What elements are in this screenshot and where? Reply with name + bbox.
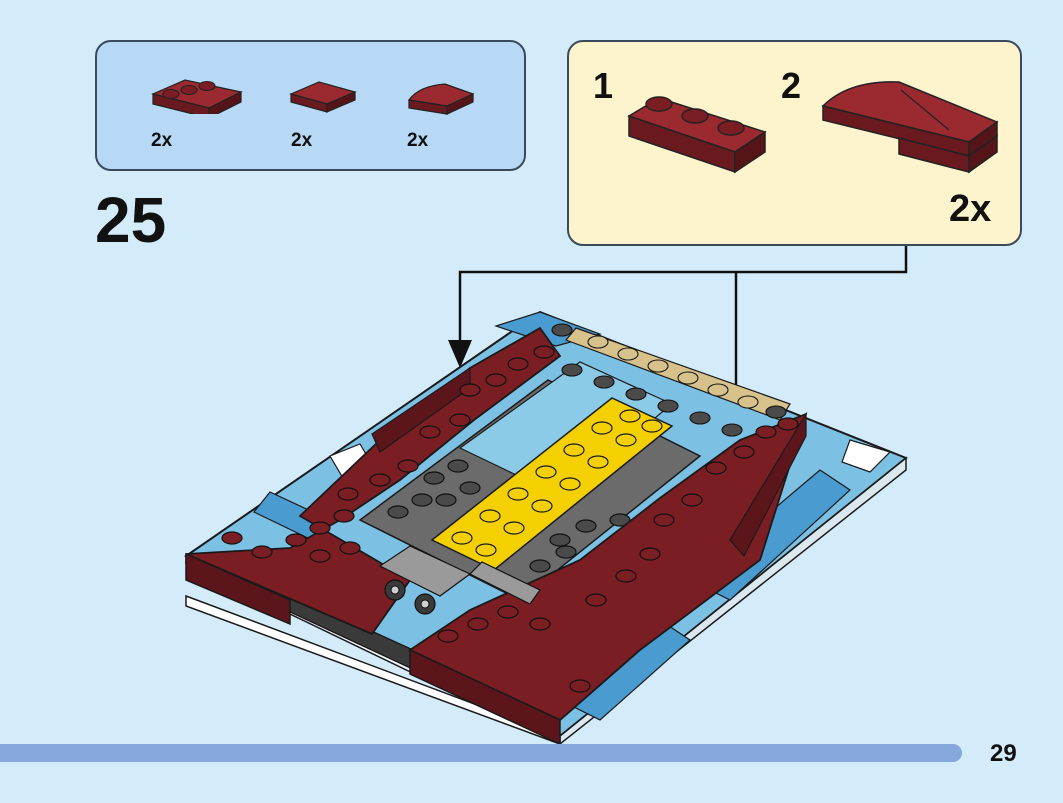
page-number: 29 (990, 740, 1017, 767)
parts-list-box: 2x 2x 2x (95, 40, 526, 171)
footer-progress-bar (0, 744, 962, 762)
part-3-qty: 2x (407, 130, 429, 151)
arrow-left-icon (448, 340, 472, 368)
subassembly-multiplier: 2x (949, 188, 992, 230)
plate-1x3-icon (627, 96, 767, 174)
part-2-qty: 2x (291, 130, 313, 151)
curved-slope-stacked-icon (821, 81, 999, 174)
substep-1-label: 1 (593, 65, 614, 106)
step-number: 25 (95, 184, 167, 256)
plate-1x3-icon (151, 79, 243, 114)
substep-2-label: 2 (781, 65, 802, 106)
curved-slope-icon (407, 83, 475, 115)
part-1-qty: 2x (151, 130, 173, 151)
subassembly-box: 1 2 2x (567, 40, 1022, 246)
tile-1x2-icon (289, 81, 357, 113)
